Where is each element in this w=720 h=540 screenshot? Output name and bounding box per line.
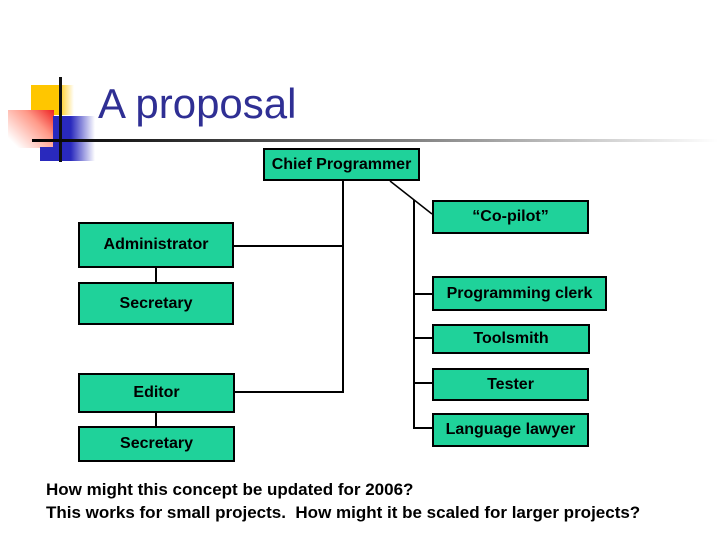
- connector-tester: [414, 382, 432, 384]
- org-box-administrator: Administrator: [78, 222, 234, 268]
- decoration-red-gradient-square: [8, 110, 54, 148]
- decoration-blue-small-square: [40, 147, 64, 161]
- connector-toolsmith: [414, 337, 432, 339]
- org-box-copilot: “Co-pilot”: [432, 200, 589, 234]
- org-box-secretary-admin: Secretary: [78, 282, 234, 325]
- connector-left-trunk: [342, 180, 344, 392]
- connector-admin-secretary: [155, 268, 157, 282]
- org-box-chief-programmer: Chief Programmer: [263, 148, 420, 181]
- org-box-secretary-editor: Secretary: [78, 426, 235, 462]
- footer-line-1: How might this concept be updated for 20…: [46, 480, 414, 499]
- org-box-editor: Editor: [78, 373, 235, 413]
- org-box-tester: Tester: [432, 368, 589, 401]
- connector-programming-clerk: [414, 293, 432, 295]
- decoration-vertical-line: [59, 77, 62, 162]
- org-box-language-lawyer: Language lawyer: [432, 413, 589, 447]
- connector-language-lawyer: [414, 427, 432, 429]
- footer-notes: How might this concept be updated for 20…: [46, 478, 706, 524]
- org-box-toolsmith: Toolsmith: [432, 324, 590, 354]
- slide-title: A proposal: [98, 80, 297, 127]
- footer-line-2: This works for small projects. How might…: [46, 503, 641, 522]
- org-box-programming-clerk: Programming clerk: [432, 276, 607, 311]
- title-underline-rule: [32, 139, 718, 142]
- connector-editor: [235, 391, 344, 393]
- connector-administrator: [234, 245, 344, 247]
- connector-editor-secretary: [155, 413, 157, 426]
- connector-right-trunk: [413, 200, 415, 429]
